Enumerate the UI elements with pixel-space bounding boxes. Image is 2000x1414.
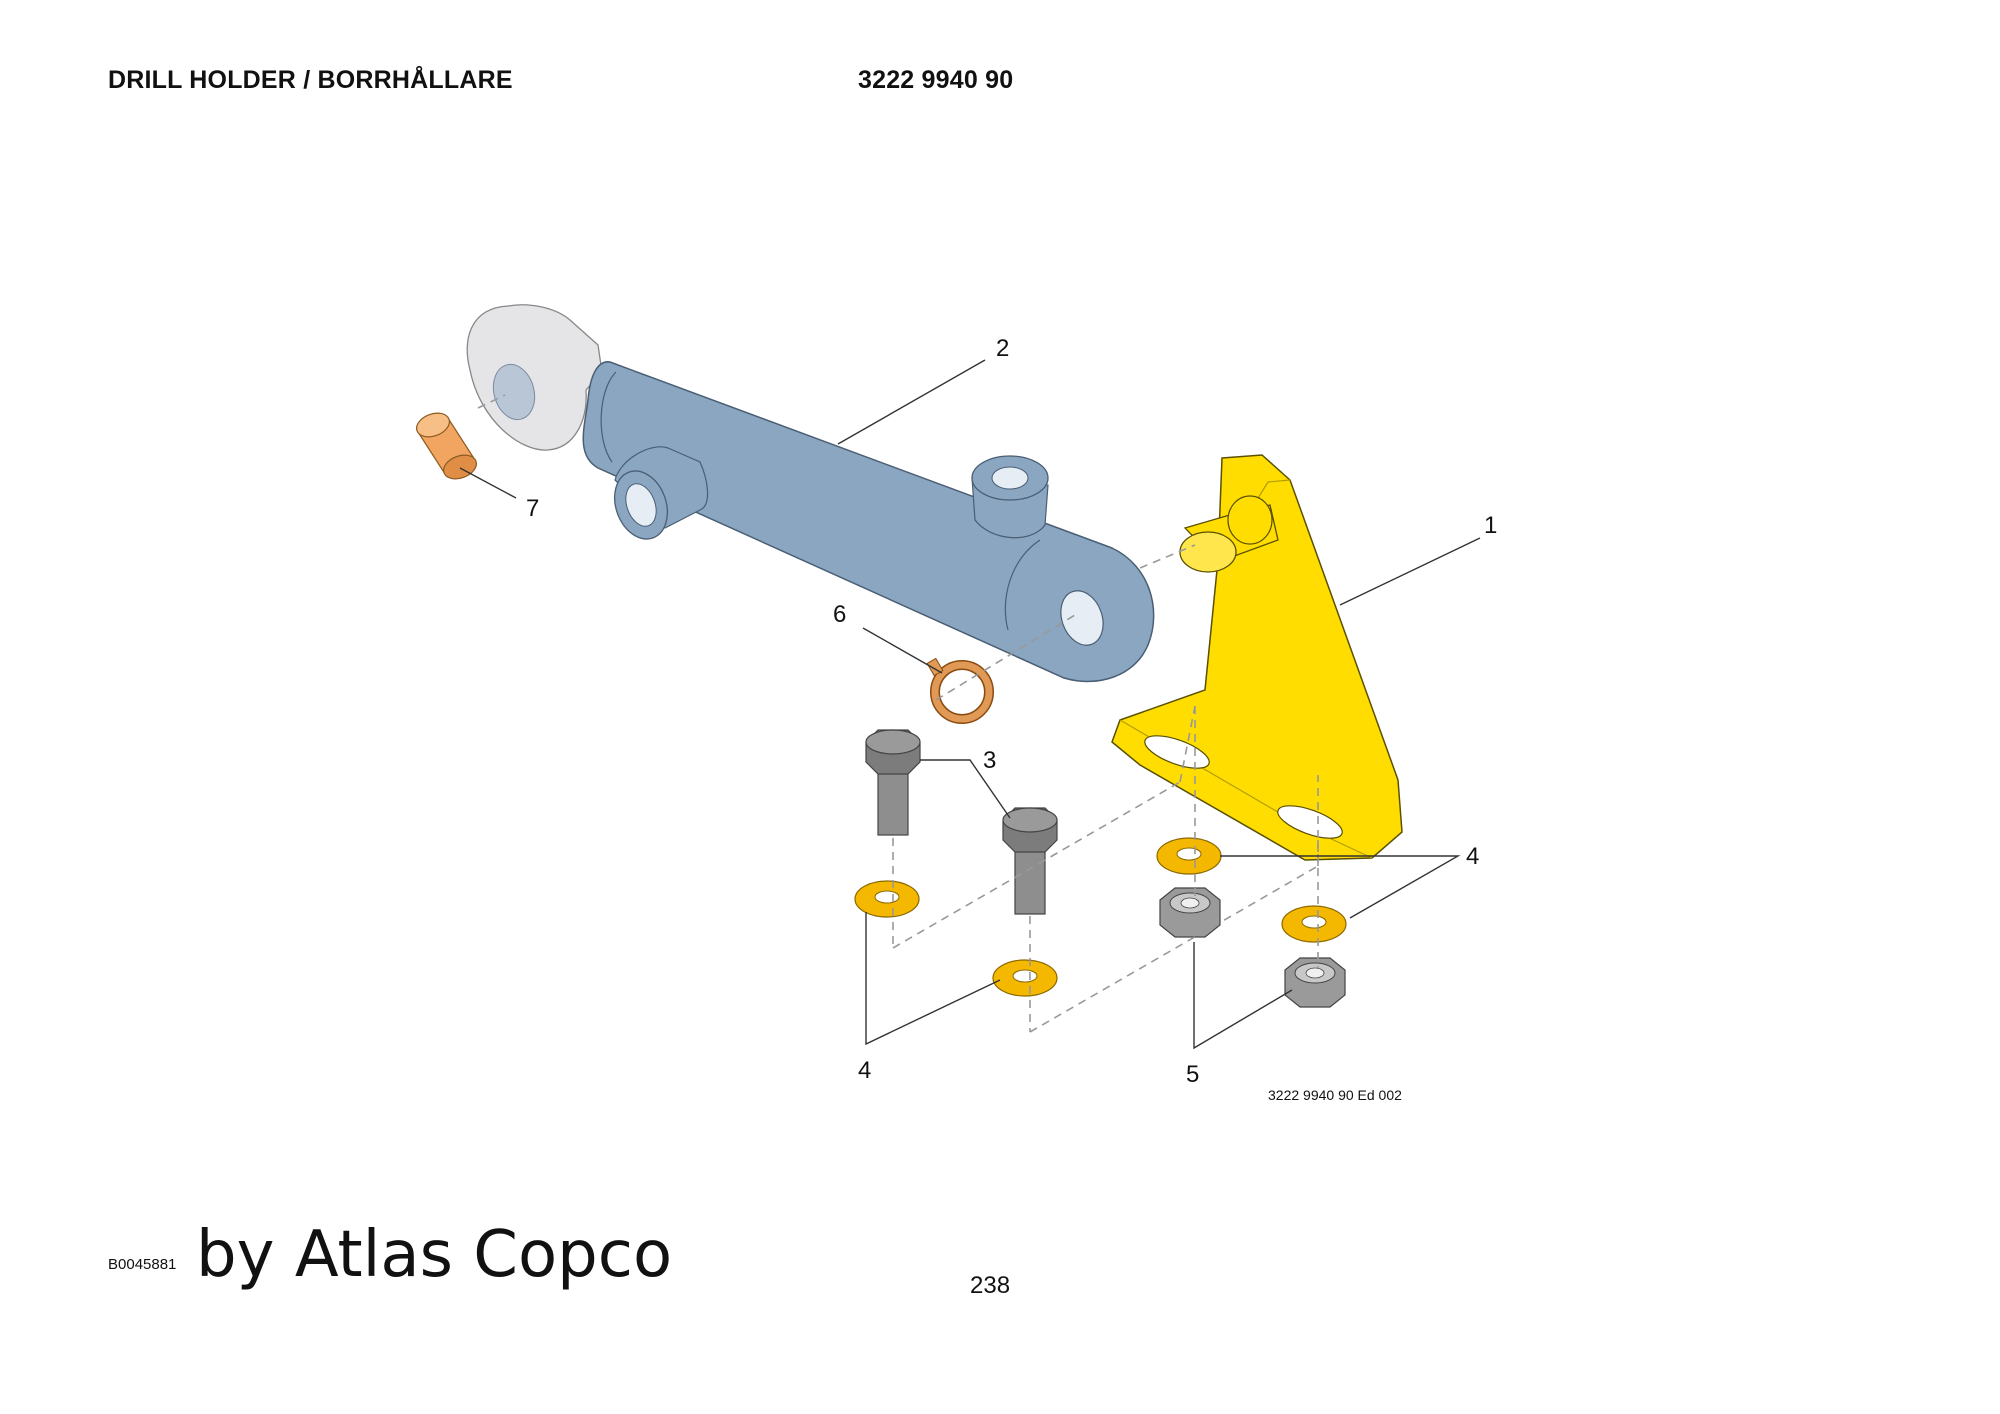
document-id: B0045881: [108, 1256, 177, 1273]
hydraulic-cylinder-part: [466, 304, 1155, 683]
callout-4-left: 4: [858, 1057, 871, 1084]
nut-2: [1284, 957, 1346, 1008]
washer-4: [1281, 905, 1347, 943]
leader-lines: [459, 359, 1481, 1050]
page-number: 238: [970, 1272, 1011, 1299]
callout-labels: 1 2 3 4 4 5 6 7 3222 9940 90 Ed 002: [526, 335, 1497, 1103]
drawing-reference: 3222 9940 90 Ed 002: [1268, 1087, 1402, 1103]
bushing-part: [415, 412, 478, 480]
bolt-part-right: [1002, 807, 1058, 915]
washer-2: [992, 959, 1058, 997]
part-number: 3222 9940 90: [858, 66, 1014, 94]
callout-6: 6: [833, 601, 846, 628]
bolt-part-left: [865, 729, 921, 836]
callout-5: 5: [1186, 1061, 1199, 1088]
bracket-part: [1111, 454, 1403, 861]
callout-7: 7: [526, 495, 539, 522]
nut-1: [1159, 887, 1221, 938]
washer-3: [1156, 837, 1222, 875]
brand-watermark: by Atlas Copco: [196, 1218, 673, 1292]
callout-4-right: 4: [1466, 843, 1479, 870]
callout-2: 2: [996, 335, 1009, 362]
callout-3: 3: [983, 747, 996, 774]
washer-1: [854, 880, 920, 918]
washer-parts: [854, 837, 1347, 997]
nut-parts: [1159, 887, 1346, 1008]
page-title: DRILL HOLDER / BORRHÅLLARE: [108, 66, 513, 94]
circlip-part: [926, 657, 994, 724]
callout-1: 1: [1484, 512, 1497, 539]
assembly-lines: [477, 394, 1319, 1033]
